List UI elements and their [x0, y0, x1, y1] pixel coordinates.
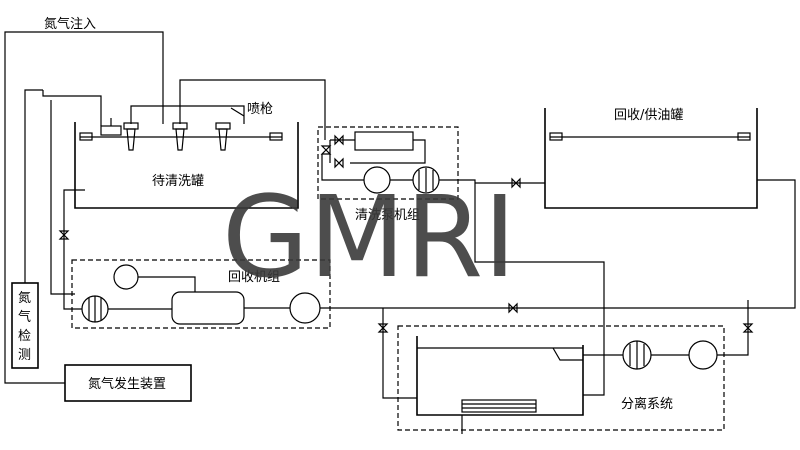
nitrogen-detect-char-1: 氮 — [18, 291, 31, 306]
nitrogen-generator-label: 氮气发生装置 — [88, 376, 166, 392]
nitrogen-injection-line — [4, 31, 164, 384]
separation-system-label: 分离系统 — [621, 396, 673, 412]
tank-to-clean — [74, 122, 299, 209]
recovery-supply-tank-label: 回收/供油罐 — [614, 108, 683, 123]
nitrogen-injection-label: 氮气注入 — [44, 16, 96, 32]
tank-to-clean-label: 待清洗罐 — [152, 174, 204, 189]
nitrogen-detect-box — [11, 282, 39, 369]
nitrogen-detect-char-4: 测 — [18, 348, 31, 363]
nitrogen-detect-char-2: 气 — [18, 309, 31, 325]
nitrogen-generator-box — [64, 364, 192, 402]
spray-gun-3 — [215, 122, 231, 151]
drain-valve — [58, 230, 70, 240]
cleaning-pump-unit-box — [317, 126, 459, 200]
recovery-unit-label: 回收机组 — [228, 270, 280, 285]
cleaning-pump-unit-label: 清洗泵机组 — [355, 208, 420, 223]
watermark: GMRI — [222, 173, 516, 303]
nitrogen-inlet-valve — [100, 118, 122, 136]
separation-inlet-valve — [377, 323, 389, 333]
recovery-pump-top — [113, 264, 139, 290]
separation-tank — [416, 336, 584, 434]
nitrogen-detect-char-3: 检 — [18, 329, 31, 344]
supply-valve — [511, 177, 521, 189]
spray-gun-label: 喷枪 — [247, 101, 273, 117]
separation-system-box — [397, 325, 725, 431]
cleaning-filter — [354, 131, 414, 151]
return-valve — [742, 323, 754, 333]
recovery-supply-tank — [544, 108, 758, 209]
pump-unit-valve-2 — [334, 157, 344, 169]
pump-unit-valve-3 — [320, 145, 332, 155]
separation-pump-2 — [688, 340, 718, 370]
bypass-valve — [508, 302, 518, 314]
pump-unit-valve-1 — [334, 134, 344, 146]
